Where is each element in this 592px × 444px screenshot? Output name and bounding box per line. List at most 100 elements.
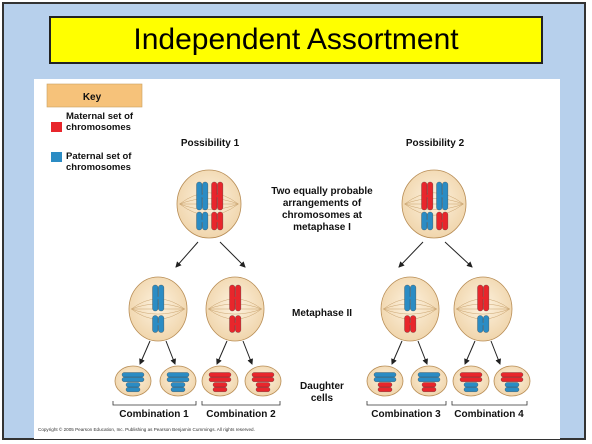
chromatid <box>459 377 483 382</box>
metaphase-2-cell-1 <box>128 276 188 342</box>
center-note-line2: arrangements of <box>283 198 362 209</box>
possibility-1-label: Possibility 1 <box>181 138 240 149</box>
chromatid <box>125 382 141 388</box>
combination-3-bracket <box>366 401 447 406</box>
arrow <box>490 340 501 365</box>
combination-1-label: Combination 1 <box>119 409 189 420</box>
chromatid <box>166 377 190 382</box>
arrow <box>216 340 228 365</box>
chromatid <box>500 377 524 382</box>
chromatid <box>459 372 483 378</box>
maternal-swatch <box>51 122 62 132</box>
arrow <box>398 241 424 268</box>
chromatid <box>170 387 186 392</box>
key: Key Maternal set of chromosomes Paternal… <box>46 83 143 173</box>
arrow <box>165 340 176 365</box>
center-note-line3: chromosomes at <box>282 210 363 221</box>
chromatid <box>121 372 145 378</box>
daughter-cell-1 <box>114 365 152 397</box>
centromere <box>156 296 160 300</box>
daughter-cell-2 <box>159 365 197 397</box>
centromere <box>233 322 237 326</box>
daughter-label-line2: cells <box>311 393 334 404</box>
center-note-line1: Two equally probable <box>271 186 373 197</box>
arrow <box>444 241 473 268</box>
daughter-cell-6 <box>410 365 448 397</box>
arrow <box>139 340 151 365</box>
arrow <box>417 340 428 365</box>
centromere <box>481 296 485 300</box>
daughter-cell-4 <box>244 365 282 397</box>
chromatid <box>212 382 228 388</box>
chromatid <box>373 372 397 378</box>
centromere <box>200 219 204 223</box>
key-paternal-line2: chromosomes <box>66 162 131 173</box>
centromere <box>200 194 204 198</box>
centromere <box>481 322 485 326</box>
centromere <box>215 194 219 198</box>
chromatid <box>421 382 437 388</box>
paternal-swatch <box>51 152 62 162</box>
chromatid <box>166 372 190 378</box>
independent-assortment-diagram: Key Maternal set of chromosomes Paternal… <box>38 83 531 432</box>
chromatid <box>421 387 437 392</box>
chromatid <box>208 372 232 378</box>
chromatid <box>500 372 524 378</box>
spindle-fibers <box>404 192 464 216</box>
centromere <box>425 219 429 223</box>
centromere <box>156 322 160 326</box>
arrow <box>391 340 403 365</box>
combination-4-bracket <box>451 401 528 406</box>
chromatid <box>255 382 271 388</box>
possibility-1-cell <box>176 169 242 239</box>
key-paternal-line1: Paternal set of <box>66 151 132 162</box>
chromatid <box>251 377 275 382</box>
metaphase-2-cell-2 <box>205 276 265 342</box>
chromatid <box>125 387 141 392</box>
chromatid <box>417 377 441 382</box>
chromatid <box>463 382 479 388</box>
combination-3-label: Combination 3 <box>371 409 441 420</box>
chromatid <box>170 382 186 388</box>
arrow <box>219 241 246 268</box>
key-box <box>46 83 143 108</box>
centromere <box>408 322 412 326</box>
centromere <box>440 219 444 223</box>
chromatid <box>463 387 479 392</box>
key-maternal-line1: Maternal set of <box>66 111 134 122</box>
centromere <box>233 296 237 300</box>
combination-1-bracket <box>112 401 197 406</box>
chromatid <box>504 387 520 392</box>
combination-brackets <box>112 401 528 406</box>
chromatid <box>255 387 271 392</box>
chromatid <box>251 372 275 378</box>
spindle-fibers <box>179 192 239 216</box>
daughter-cell-5 <box>366 365 404 397</box>
copyright-notice: Copyright © 2005 Pearson Education, Inc.… <box>38 426 255 432</box>
centromere <box>425 194 429 198</box>
metaphase-2-label: Metaphase II <box>292 308 352 319</box>
arrow <box>175 241 199 268</box>
possibility-2-label: Possibility 2 <box>406 138 465 149</box>
slide-title: Independent Assortment <box>49 16 543 64</box>
daughter-cell-3 <box>201 365 239 397</box>
chromatid <box>212 387 228 392</box>
chromatid <box>208 377 232 382</box>
key-title: Key <box>83 92 102 103</box>
daughter-cell-7 <box>452 365 490 397</box>
combination-2-bracket <box>201 401 281 406</box>
cells <box>114 169 531 397</box>
metaphase-2-cell-4 <box>453 276 513 342</box>
chromatid <box>377 382 393 388</box>
chromatid <box>373 377 397 382</box>
key-maternal-line2: chromosomes <box>66 122 131 133</box>
chromatid <box>417 372 441 378</box>
daughter-cell-8 <box>493 365 531 397</box>
center-note-line4: metaphase I <box>293 222 351 233</box>
chromatid <box>121 377 145 382</box>
combination-4-label: Combination 4 <box>454 409 524 420</box>
chromatid <box>504 382 520 388</box>
combination-2-label: Combination 2 <box>206 409 276 420</box>
spindle-fibers <box>131 298 185 320</box>
